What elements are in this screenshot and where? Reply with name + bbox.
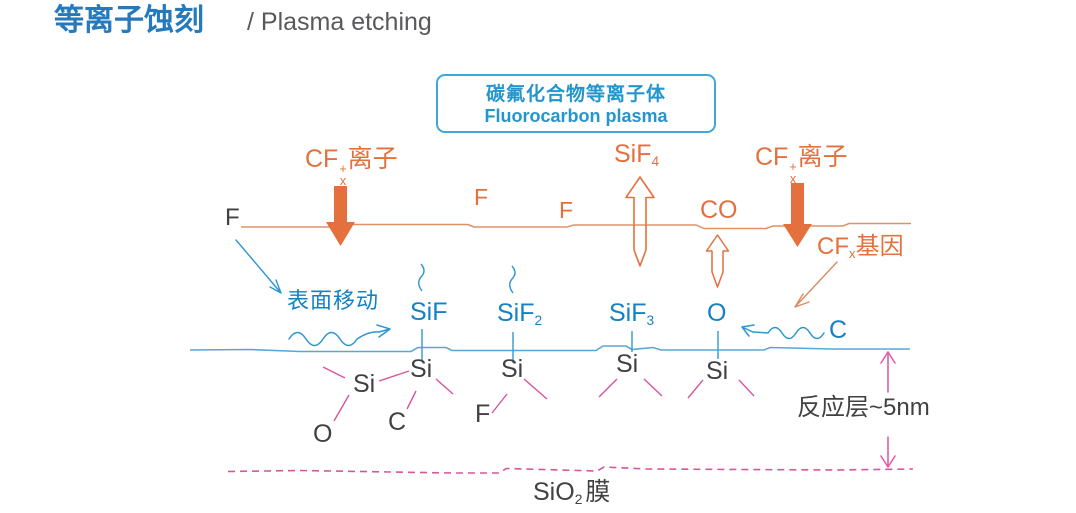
f-incoming-label: F xyxy=(225,204,240,231)
surface-move-label: 表面移动 xyxy=(287,288,380,313)
orange-surface-line xyxy=(241,222,911,230)
cfx-sup: + xyxy=(339,162,347,177)
o-surface-label: O xyxy=(707,299,727,327)
sif3-base: SiF xyxy=(609,299,647,327)
si-atom-1: Si xyxy=(353,370,376,398)
cfx-sub: x xyxy=(339,174,347,189)
sif-label: SiF xyxy=(410,298,448,326)
bond xyxy=(687,379,704,399)
si-bonds xyxy=(322,366,755,422)
sif3-sub: 3 xyxy=(646,313,655,329)
sif4-desorption-arrow xyxy=(625,176,655,267)
sio2-sub: 2 xyxy=(574,492,583,508)
si-atom-3: Si xyxy=(501,355,524,383)
cfx-radical-label: CFx基因 xyxy=(817,234,904,261)
c-surface-label: C xyxy=(829,316,848,344)
c-atom: C xyxy=(388,408,407,436)
sif2-sub: 2 xyxy=(534,313,543,329)
sif4-base: SiF xyxy=(614,140,652,168)
cfx-radical-arrow xyxy=(794,261,838,308)
cfx-rest: 离子 xyxy=(347,145,398,173)
squiggle-above-sif xyxy=(418,263,425,292)
f-adsorption-arrow xyxy=(235,239,282,294)
cfx-radical-sub: x xyxy=(849,245,856,261)
bond xyxy=(435,378,454,395)
blue-surface-line xyxy=(189,345,910,353)
surface-move-wave-arrow xyxy=(288,324,391,347)
co-desorption-arrow xyxy=(705,234,730,288)
co-label: CO xyxy=(700,196,738,224)
plasma-box-label-en: Fluorocarbon plasma xyxy=(484,106,668,126)
sio2-base: SiO xyxy=(533,478,575,506)
cfx-rest: 离子 xyxy=(797,143,848,171)
bond xyxy=(643,378,663,397)
cfx-radical-rest: 基因 xyxy=(855,233,904,260)
bond xyxy=(406,390,417,410)
plasma-box-label-zh: 碳氟化合物等离子体 xyxy=(485,84,666,105)
cfx-base: CF xyxy=(305,145,339,173)
page-title-en: / Plasma etching xyxy=(247,8,432,36)
sif3-label: SiF3 xyxy=(609,300,654,329)
cfx-radical-base: CF xyxy=(817,233,849,260)
f-atom: F xyxy=(475,400,491,428)
si-atom-5: Si xyxy=(706,357,729,385)
sif4-sub: 4 xyxy=(651,154,660,170)
cfx-ion-arrow-right xyxy=(783,183,812,247)
cfx-ion-arrow-left xyxy=(326,186,355,246)
bond xyxy=(598,378,618,398)
sif2-base: SiF xyxy=(497,299,535,327)
page-title-zh: 等离子蚀刻 xyxy=(54,4,204,37)
bond xyxy=(491,393,508,414)
si-atom-2: Si xyxy=(410,355,433,383)
reaction-layer-label: 反应层~5nm xyxy=(797,394,930,421)
bond xyxy=(523,378,548,400)
sio2-rest: 膜 xyxy=(585,478,611,506)
cfx-sub: x xyxy=(789,172,797,187)
bond xyxy=(322,366,346,379)
f-gas-label-1: F xyxy=(474,184,489,210)
sif4-label: SiF4 xyxy=(614,141,659,170)
reaction-layer-extent-arrow xyxy=(880,351,896,468)
bond xyxy=(333,394,350,422)
bond xyxy=(738,379,755,397)
bond xyxy=(378,370,410,382)
squiggle-above-sif2 xyxy=(509,265,516,294)
sif2-label: SiF2 xyxy=(497,300,542,329)
fluorocarbon-plasma-box: 碳氟化合物等离子体 Fluorocarbon plasma xyxy=(436,74,716,133)
o-atom: O xyxy=(313,420,333,448)
si-atom-4: Si xyxy=(616,350,639,378)
c-migration-wave-arrow xyxy=(741,324,825,340)
sio2-interface-dashed-line xyxy=(227,466,914,474)
cfx-sup: + xyxy=(789,160,797,175)
f-gas-label-2: F xyxy=(559,197,574,223)
cfx-base: CF xyxy=(755,143,789,171)
